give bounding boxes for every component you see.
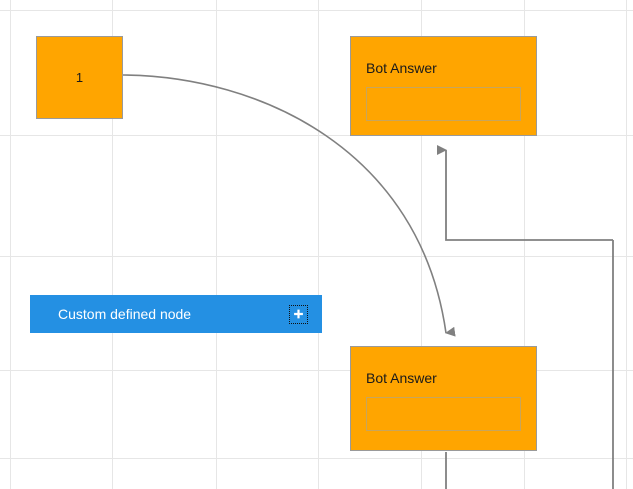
node-1-label: 1 <box>75 70 84 85</box>
custom-defined-node-label: Custom defined node <box>58 306 192 322</box>
plus-icon[interactable] <box>289 304 308 324</box>
node-1[interactable]: 1 <box>36 36 123 119</box>
connector-curve-node1-to-bot-answer-bottom[interactable] <box>122 74 456 337</box>
node-bot-answer-bottom[interactable]: Bot Answer <box>350 346 537 451</box>
connector-orthogonal-to-bot-answer-top[interactable] <box>437 145 613 241</box>
node-bot-answer-top[interactable]: Bot Answer <box>350 36 537 136</box>
bot-answer-top-title: Bot Answer <box>366 60 437 76</box>
bot-answer-top-field[interactable] <box>366 87 521 121</box>
custom-defined-node[interactable]: Custom defined node <box>30 295 322 333</box>
bot-answer-bottom-title: Bot Answer <box>366 370 437 386</box>
bot-answer-bottom-field[interactable] <box>366 397 521 431</box>
